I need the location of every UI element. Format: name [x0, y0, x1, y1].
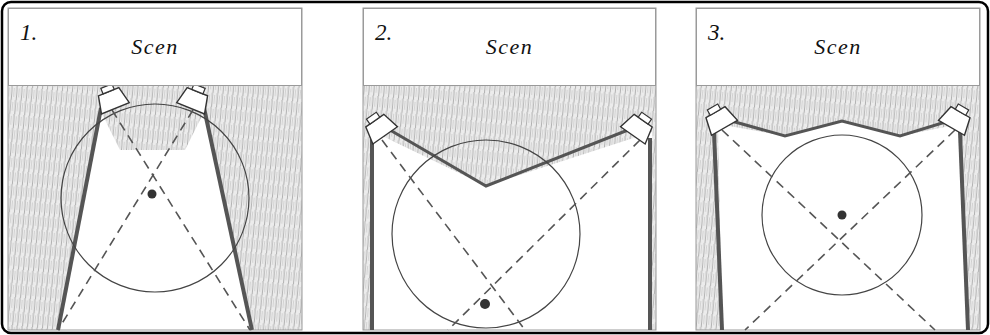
- stage-band: Scen: [363, 8, 656, 86]
- panel-number: 2.: [375, 20, 392, 46]
- stage-band: Scen: [696, 8, 980, 86]
- stage-band: Scen: [8, 8, 302, 86]
- panel-number: 1.: [20, 20, 37, 46]
- stage-label: Scen: [814, 34, 862, 60]
- panel-number: 3.: [708, 20, 725, 46]
- stage-label: Scen: [131, 34, 179, 60]
- stage-label: Scen: [486, 34, 534, 60]
